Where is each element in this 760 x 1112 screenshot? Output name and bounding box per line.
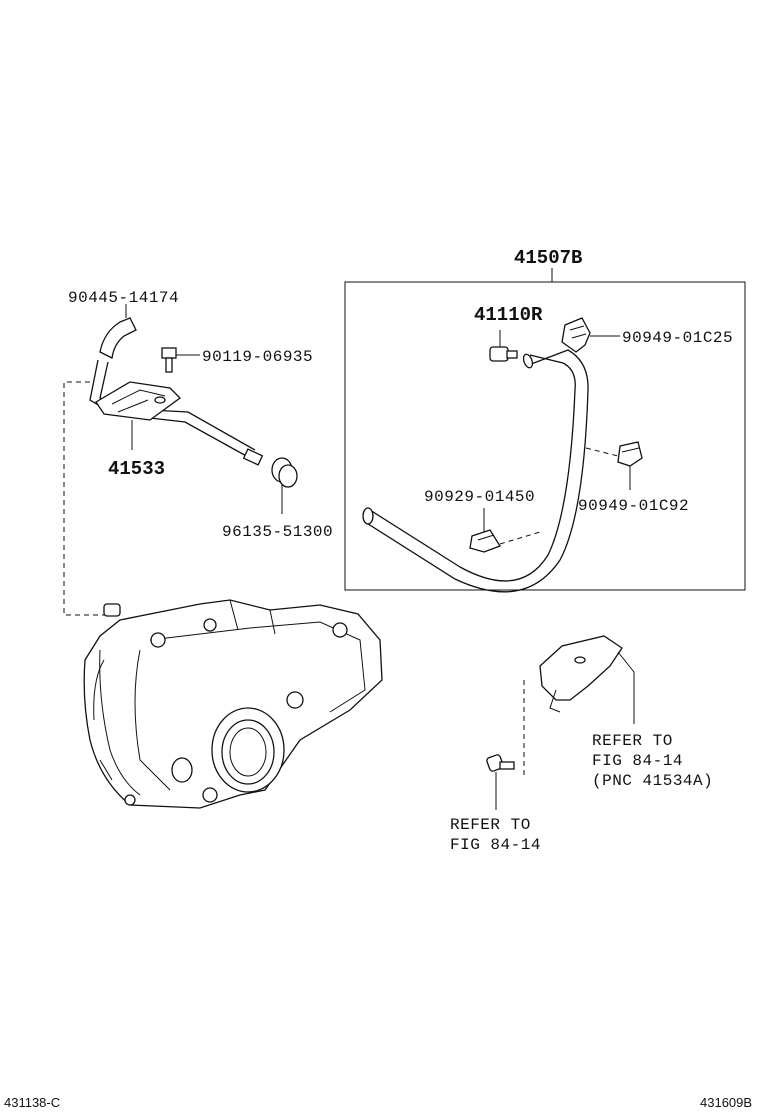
refer-right-line1: REFER TO — [592, 732, 673, 750]
corner-code-right: 431609B — [700, 1095, 752, 1110]
bracket-41534a — [539, 635, 635, 724]
label-41110r: 41110R — [474, 304, 543, 326]
union-41110r — [489, 330, 518, 362]
label-41507b: 41507B — [514, 247, 582, 269]
label-90949-01c25: 90949-01C25 — [622, 329, 733, 347]
label-90445-14174: 90445-14174 — [68, 289, 179, 307]
label-90119-06935: 90119-06935 — [202, 348, 313, 366]
label-90929-01450: 90929-01450 — [424, 488, 535, 506]
label-90949-01c92: 90949-01C92 — [578, 497, 689, 515]
refer-right-line2: FIG 84-14 — [592, 752, 683, 770]
corner-code-left: 431138-C — [4, 1095, 60, 1110]
refer-bottom-line1: REFER TO — [450, 816, 531, 834]
label-96135-51300: 96135-51300 — [222, 523, 333, 541]
refer-bottom-line2: FIG 84-14 — [450, 836, 541, 854]
plug-96135 — [271, 457, 298, 514]
bolt-90119 — [161, 347, 200, 373]
vent-hose — [362, 349, 589, 593]
breather-hose-90445 — [99, 304, 137, 359]
clamp-90949-01c25 — [561, 317, 620, 353]
label-41533: 41533 — [108, 458, 165, 480]
differential-housing — [83, 599, 383, 809]
clamp-90949-01c92 — [585, 441, 643, 490]
refer-right-line3: (PNC 41534A) — [592, 772, 713, 790]
clamp-90929-01450 — [469, 508, 541, 553]
bolt-refer-bottom — [486, 754, 515, 810]
guide-dash-left — [63, 381, 104, 616]
breather-pipe-41533 — [89, 359, 264, 466]
